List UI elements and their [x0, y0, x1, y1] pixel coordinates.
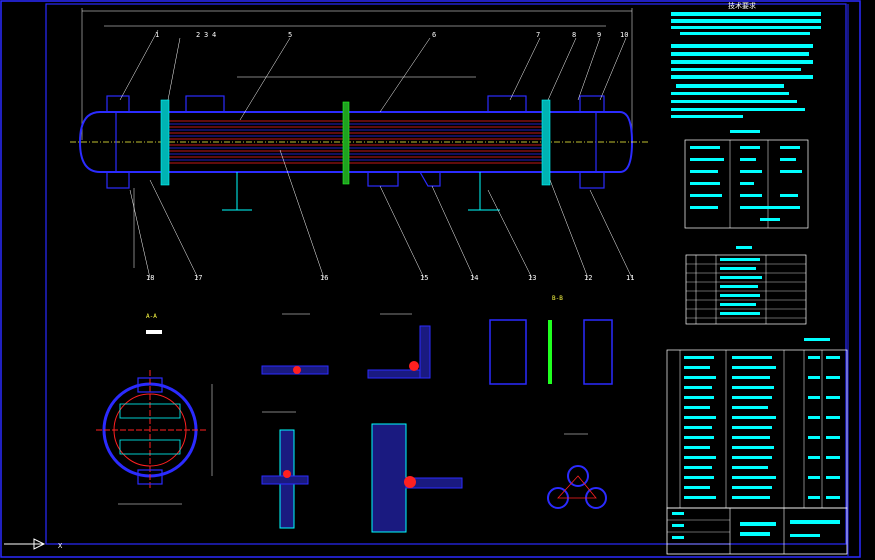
right-tubesheet: [541, 99, 551, 186]
weld-detail-2: [367, 313, 431, 379]
left-tubesheet: [160, 99, 170, 186]
section-a-a-view: A-A: [96, 313, 213, 505]
leader-lines: [119, 29, 633, 279]
heat-exchanger-main-view: [70, 29, 650, 279]
weld-detail-4: [371, 423, 463, 533]
balloon-12: 12: [584, 274, 592, 282]
design-data-table: [684, 130, 809, 229]
nozzles-top: [106, 95, 605, 113]
balloon-5: 5: [288, 31, 292, 39]
balloon-7: 7: [536, 31, 540, 39]
balloon-10: 10: [620, 31, 628, 39]
title-block: [666, 507, 848, 555]
balloon-4: 4: [212, 31, 216, 39]
saddle-supports: [222, 172, 500, 211]
tube-bundle-blue: [168, 123, 545, 161]
balloon-16: 16: [320, 274, 328, 282]
section-b-b-view: B-B: [489, 295, 613, 385]
section-b-b-label: B-B: [552, 295, 563, 302]
balloon-6: 6: [432, 31, 436, 39]
technical-requirements: 技术要求: [671, 1, 821, 118]
ucs-axis-x-label: X: [58, 542, 63, 550]
parts-list-table: [666, 338, 848, 509]
ucs-axis-icon: X: [4, 538, 63, 550]
mid-flange: [342, 101, 350, 185]
section-a-a-label: A-A: [146, 313, 157, 320]
balloon-11: 11: [626, 274, 634, 282]
balloon-13: 13: [528, 274, 536, 282]
balloon-15: 15: [420, 274, 428, 282]
shell-outline: [78, 111, 634, 173]
balloon-3: 3: [204, 31, 208, 39]
overall-dimension: [81, 8, 633, 140]
balloon-17: 17: [194, 274, 202, 282]
balloon-numbers: 1 2 3 4 5 6 7 8 9 10 11 12 13 14 15 16 1…: [146, 31, 634, 282]
tube-bundle: [168, 120, 545, 164]
weld-detail-3: [261, 411, 309, 529]
balloon-2: 2: [196, 31, 200, 39]
balloon-8: 8: [572, 31, 576, 39]
balloon-14: 14: [470, 274, 478, 282]
nozzle-table: [685, 246, 807, 325]
tube-pattern-detail: [547, 433, 607, 509]
weld-detail-1: [261, 313, 329, 375]
balloon-9: 9: [597, 31, 601, 39]
balloon-18: 18: [146, 274, 154, 282]
balloon-1: 1: [155, 31, 159, 39]
nozzles-bottom: [106, 171, 605, 189]
tech-title: 技术要求: [728, 1, 756, 10]
